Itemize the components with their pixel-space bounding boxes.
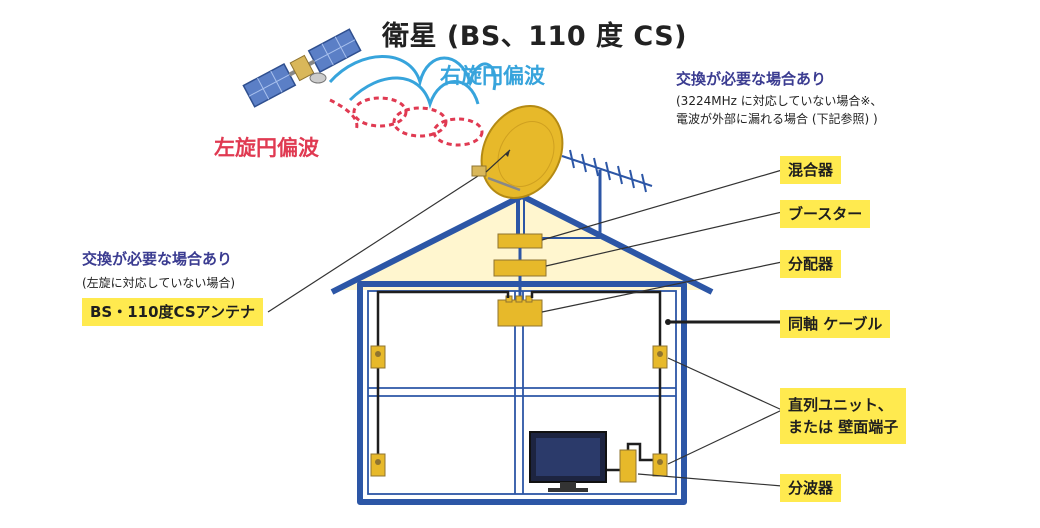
dish-antenna-icon	[471, 105, 564, 240]
splitter-label: 分波器	[780, 474, 842, 502]
tv-icon	[529, 431, 607, 492]
coax-pointer-dot	[665, 319, 671, 325]
unit-label-line-2: または 壁面端子	[788, 418, 899, 436]
unit-label-line-1: 直列ユニット、	[788, 396, 893, 414]
coax-cable-label: 同軸 ケーブル	[780, 310, 891, 338]
left-note-line: (左旋に対応していない場合)	[82, 276, 236, 290]
distributor-icon	[497, 295, 543, 327]
left-circular-wave-label: 左旋円偏波	[214, 136, 319, 160]
mixer-label: 混合器	[780, 156, 842, 184]
booster-label: ブースター	[780, 200, 871, 228]
right-circular-wave	[328, 55, 497, 109]
coax-cables	[376, 290, 662, 472]
diagram-title: 衛星 (BS、110 度 CS)	[382, 21, 688, 52]
distributor-label: 分配器	[780, 250, 842, 278]
unit-label: 直列ユニット、 または 壁面端子	[780, 388, 907, 444]
splitter-icon	[619, 449, 637, 483]
top-note-line-1: (3224MHz に対応していない場合※、	[676, 94, 883, 108]
left-note-heading: 交換が必要な場合あり	[82, 250, 233, 268]
leader-lines	[541, 169, 783, 487]
right-circular-wave-label: 右旋円偏波	[440, 64, 545, 88]
antenna-leader-line	[267, 175, 479, 313]
antenna-label: BS・110度CSアンテナ	[82, 298, 264, 326]
wall-outlet-icon	[370, 345, 668, 477]
uhf-antenna-icon	[540, 149, 653, 239]
top-note-heading: 交換が必要な場合あり	[676, 70, 827, 88]
satellite-icon	[242, 28, 362, 108]
left-circular-wave	[329, 96, 484, 147]
top-note-line-2: 電波が外部に漏れる場合 (下記参照) )	[676, 112, 878, 126]
